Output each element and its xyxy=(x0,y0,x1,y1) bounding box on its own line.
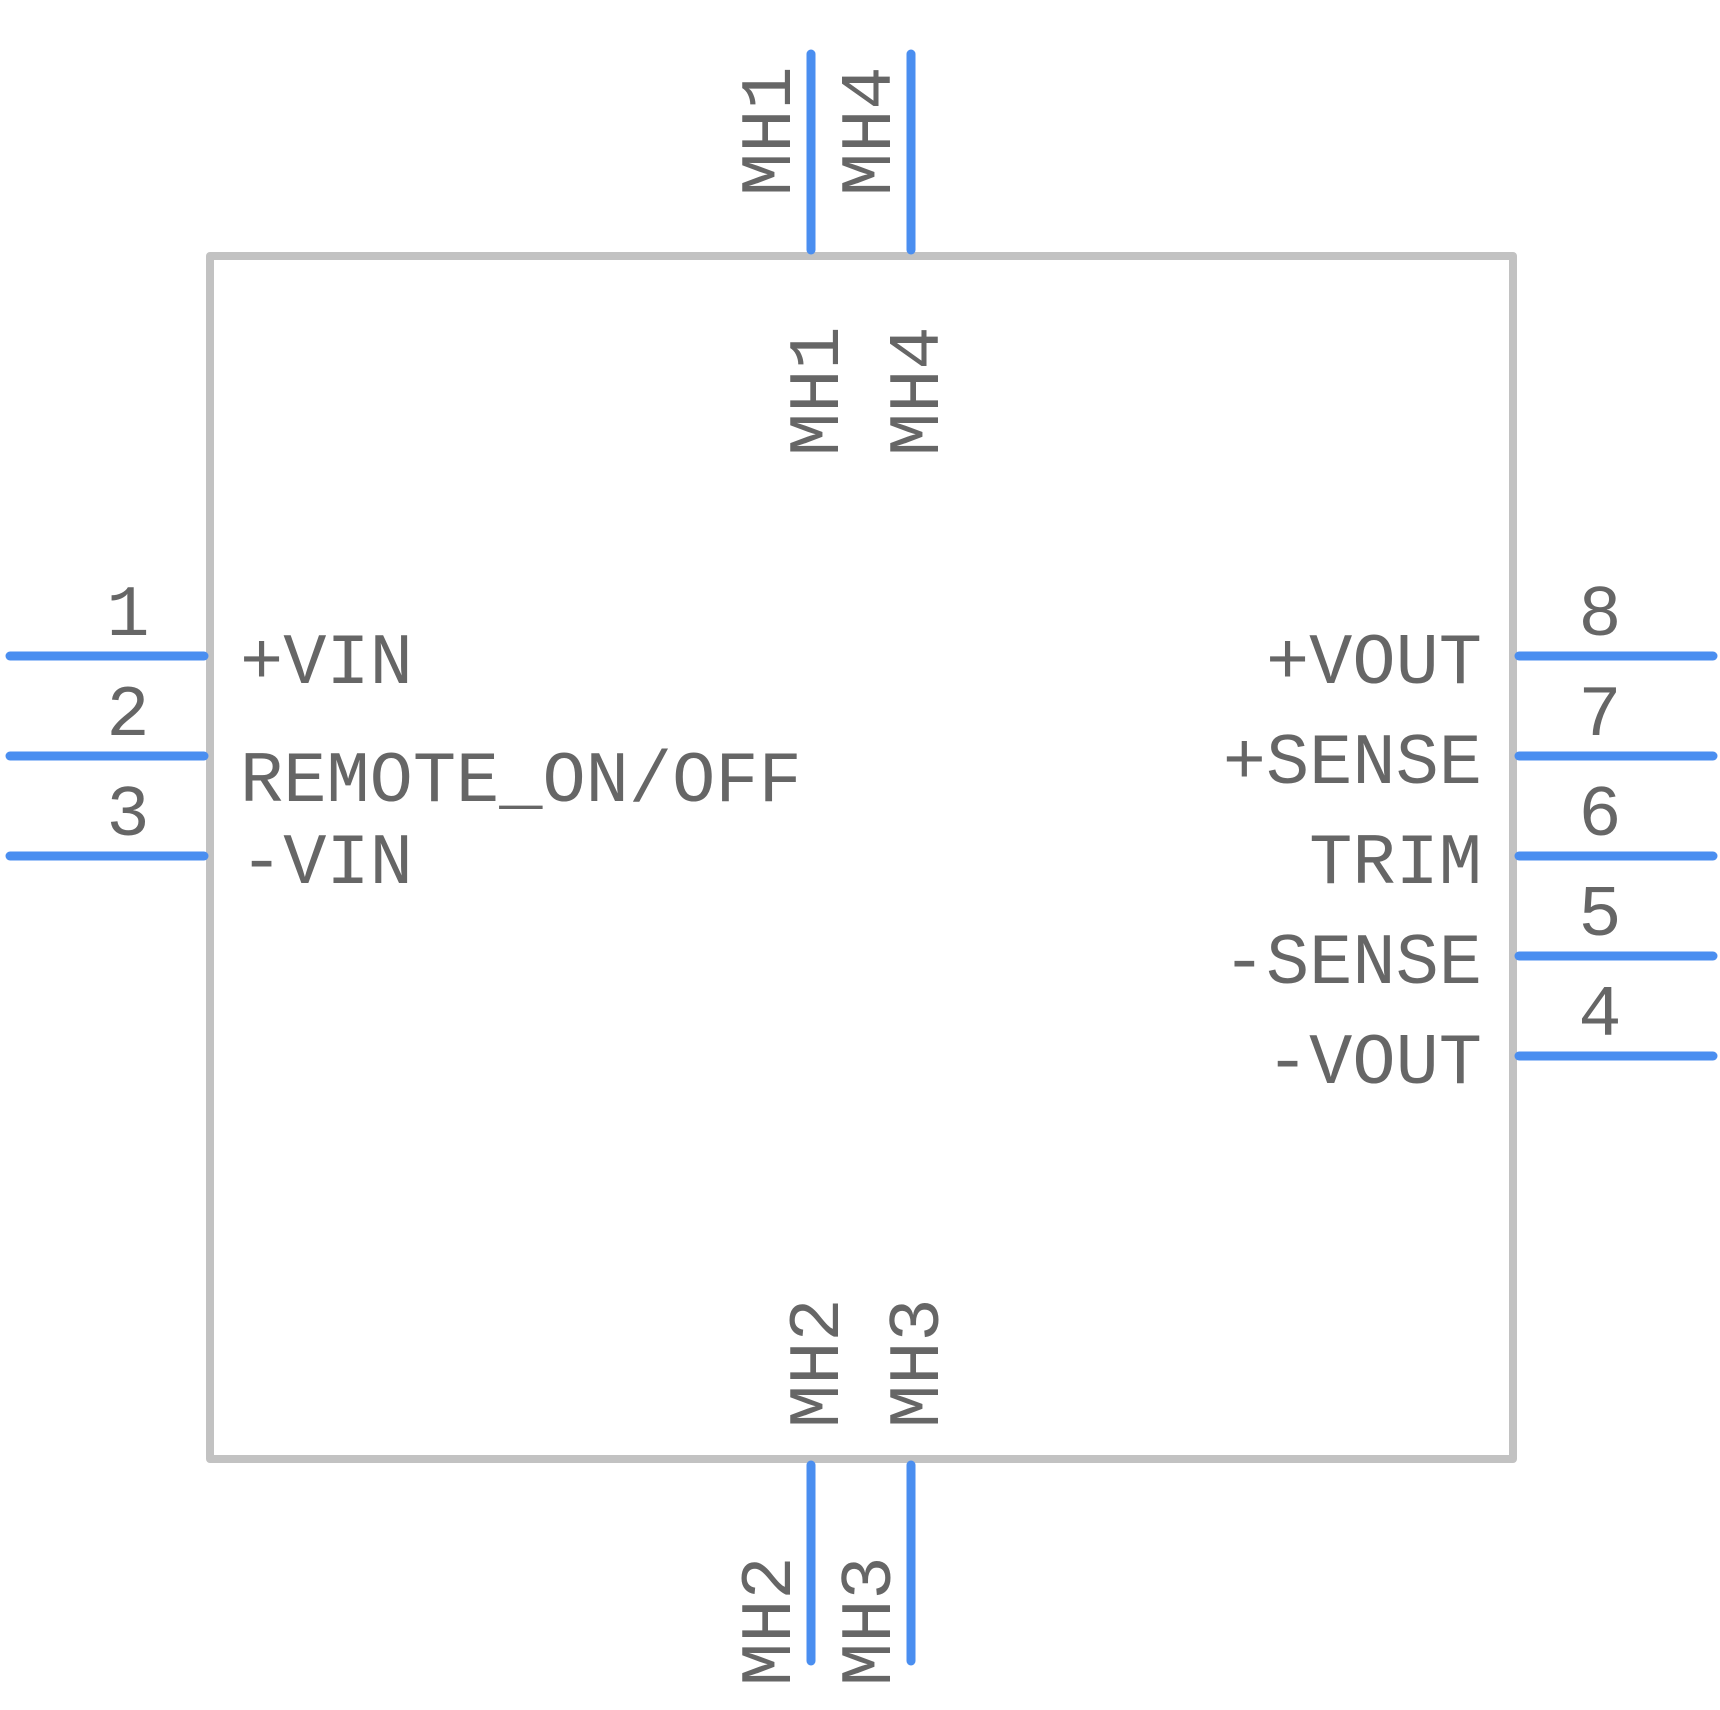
pin-8: 8 +VOUT xyxy=(1266,575,1718,705)
pin-6: 6 TRIM xyxy=(1309,775,1718,905)
pin-3: 3 -VIN xyxy=(5,775,413,905)
right-pins: 8 +VOUT 7 +SENSE 6 TRIM 5 -SENSE 4 -VOUT xyxy=(1223,575,1718,1105)
pin-mh3-name: MH3 xyxy=(878,1298,960,1428)
pin-6-name: TRIM xyxy=(1309,823,1482,905)
pin-4-number: 4 xyxy=(1578,975,1621,1057)
pin-4-name: -VOUT xyxy=(1266,1023,1482,1105)
pin-5: 5 -SENSE xyxy=(1223,875,1718,1005)
pin-mh2-number: MH2 xyxy=(730,1556,812,1686)
pin-mh1-number: MH1 xyxy=(730,66,812,196)
pin-mh2-name: MH2 xyxy=(778,1298,860,1428)
pin-mh1: MH1 MH1 xyxy=(730,49,860,456)
component-body xyxy=(206,252,1517,1463)
pin-7-name: +SENSE xyxy=(1223,723,1482,805)
pin-mh4-name: MH4 xyxy=(878,326,960,456)
pin-8-name: +VOUT xyxy=(1266,623,1482,705)
pin-5-number: 5 xyxy=(1578,875,1621,957)
left-pins: 1 +VIN 2 REMOTE_ON/OFF 3 -VIN xyxy=(5,575,802,905)
pin-1: 1 +VIN xyxy=(5,575,413,705)
pin-6-number: 6 xyxy=(1578,775,1621,857)
pin-mh4-number: MH4 xyxy=(830,66,912,196)
pin-5-name: -SENSE xyxy=(1223,923,1482,1005)
pin-2-name: REMOTE_ON/OFF xyxy=(240,741,802,823)
pin-1-name: +VIN xyxy=(240,623,413,705)
bottom-pins: MH2 MH2 MH3 MH3 xyxy=(730,1298,960,1686)
pin-7: 7 +SENSE xyxy=(1223,675,1718,805)
pin-7-number: 7 xyxy=(1578,675,1621,757)
pin-2-number: 2 xyxy=(106,675,149,757)
pin-4: 4 -VOUT xyxy=(1266,975,1718,1105)
pin-8-number: 8 xyxy=(1578,575,1621,657)
pin-mh1-name: MH1 xyxy=(778,326,860,456)
top-pins: MH1 MH1 MH4 MH4 xyxy=(730,49,960,456)
pin-mh4: MH4 MH4 xyxy=(830,49,960,456)
pin-3-name: -VIN xyxy=(240,823,413,905)
pin-3-number: 3 xyxy=(106,775,149,857)
pin-mh3: MH3 MH3 xyxy=(830,1298,960,1686)
pin-mh3-number: MH3 xyxy=(830,1556,912,1686)
pin-2: 2 REMOTE_ON/OFF xyxy=(5,675,802,823)
pin-mh2: MH2 MH2 xyxy=(730,1298,860,1686)
pin-1-number: 1 xyxy=(106,575,149,657)
